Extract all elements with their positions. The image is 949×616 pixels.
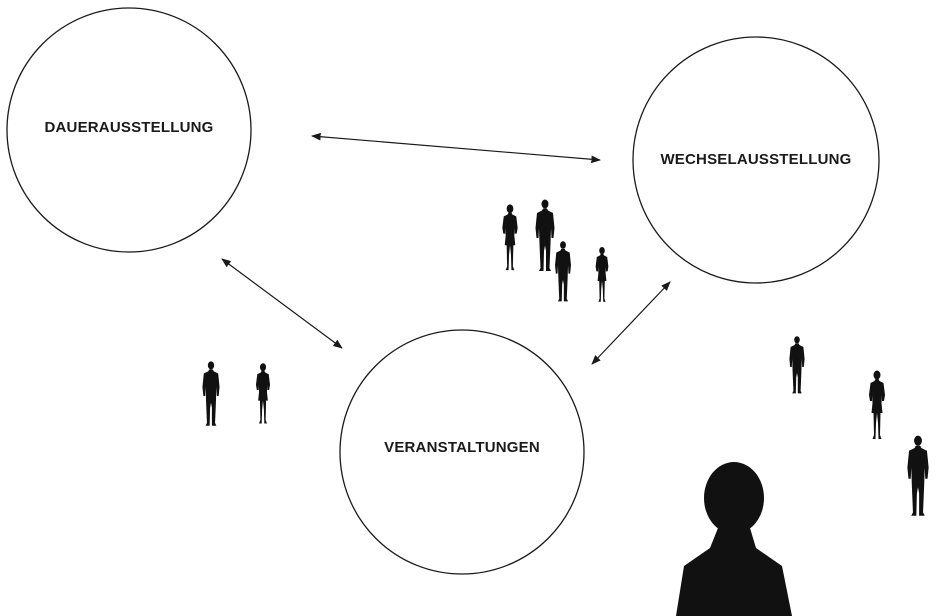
people-group-center	[502, 199, 609, 302]
arrow-dauer-wechsel	[311, 132, 601, 164]
node-circle-dauerausstellung	[6, 7, 252, 253]
node-circle-veranstaltungen	[339, 329, 585, 575]
node-label-dauerausstellung: DAUERAUSSTELLUNG	[44, 119, 213, 136]
arrow-veranstaltungen-wechsel	[591, 281, 671, 365]
people-group-left	[202, 361, 271, 426]
people-group-right	[789, 336, 929, 516]
arrow-dauer-veranstaltungen	[221, 258, 343, 349]
node-label-wechselausstellung: WECHSELAUSSTELLUNG	[660, 151, 851, 168]
node-circle-wechselausstellung	[632, 36, 880, 284]
foreground-person-silhouette	[676, 462, 792, 616]
node-label-veranstaltungen: VERANSTALTUNGEN	[384, 439, 540, 456]
